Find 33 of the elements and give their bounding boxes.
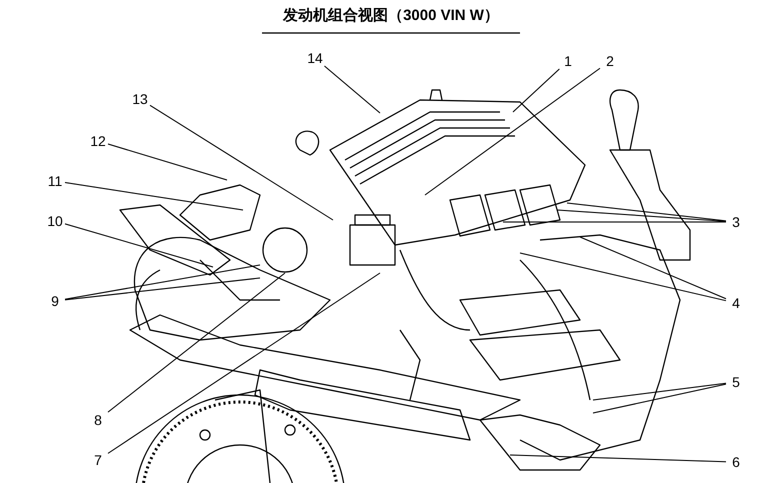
callout-number: 14 <box>305 50 325 66</box>
leader-line <box>520 252 726 302</box>
leader-line <box>150 104 334 220</box>
callout-number: 1 <box>558 53 578 69</box>
leader-line <box>556 210 726 222</box>
callout-number: 5 <box>726 374 746 390</box>
leader-line <box>108 144 228 180</box>
leader-line <box>64 223 214 268</box>
callout-number: 10 <box>45 213 65 229</box>
leader-line <box>580 236 726 300</box>
leader-line <box>108 272 380 454</box>
leader-line <box>64 278 260 300</box>
callout-number: 13 <box>130 91 150 107</box>
leader-line <box>592 382 726 400</box>
leader-line <box>592 384 726 414</box>
leader-line <box>324 66 380 114</box>
leader-line <box>424 68 600 196</box>
leader-line <box>64 182 244 210</box>
leader-line <box>566 202 726 222</box>
leader-line <box>510 454 726 462</box>
callout-number: 9 <box>45 293 65 309</box>
callout-number: 12 <box>88 133 108 149</box>
callout-number: 11 <box>45 173 65 189</box>
leader-line <box>108 272 286 413</box>
callout-number: 8 <box>88 412 108 428</box>
leader-line <box>512 68 560 112</box>
title: 发动机组合视图（3000 VIN W） <box>282 6 500 25</box>
leader-line <box>64 264 260 300</box>
callout-number: 7 <box>88 452 108 468</box>
callout-number: 3 <box>726 214 746 230</box>
callout-number: 6 <box>726 454 746 470</box>
callout-number: 2 <box>600 53 620 69</box>
callout-number: 4 <box>726 295 746 311</box>
